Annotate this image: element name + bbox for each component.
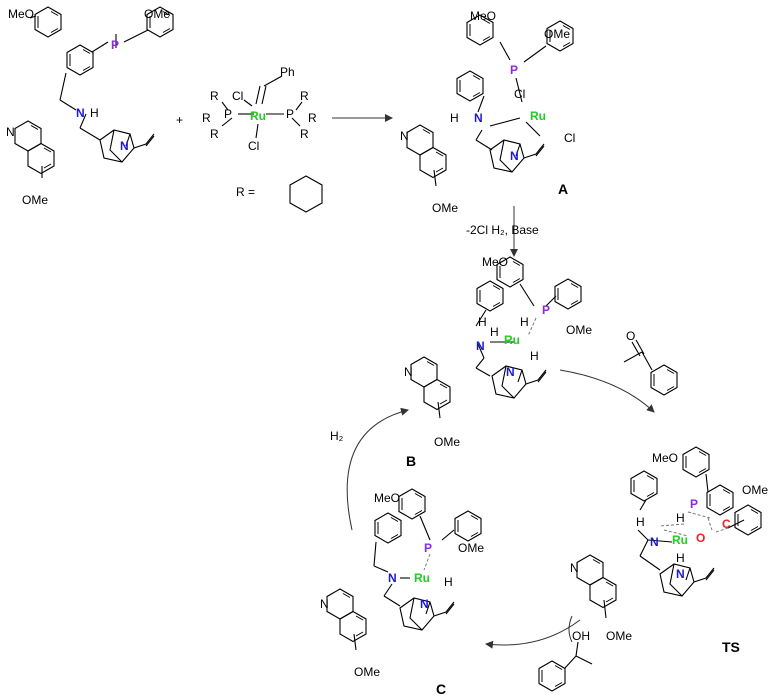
catalyst-p-right: P [286, 107, 294, 121]
A-quinoline-n: N [400, 129, 409, 143]
A-cl-1: Cl [514, 87, 525, 101]
phenylethanol-structure: OH [538, 615, 593, 692]
catalyst-r-definition: R = [236, 185, 255, 199]
C-meo: MeO [374, 491, 400, 505]
catalyst-ph: Ph [280, 65, 295, 79]
catalyst-r-4: R [300, 89, 309, 103]
B-ome-bottom: OMe [434, 435, 460, 449]
A-n-atom: N [474, 111, 483, 125]
A-bridge-n: N [510, 149, 519, 163]
C-ome: OMe [458, 541, 484, 555]
B-h-n: H [490, 325, 499, 339]
B-ome: OMe [566, 323, 592, 337]
transition-state-structure: MeO OMe P H H C O N Ru H N N OMe TS [570, 446, 768, 655]
TS-quinoline-n: N [570, 561, 579, 575]
TS-h-3: H [676, 551, 685, 565]
ligand-ome-bottom: OMe [22, 193, 48, 207]
A-p-atom: P [510, 63, 518, 77]
TS-o-atom: O [696, 531, 705, 545]
grubbs-catalyst-structure: Cl Ph Ru Cl P P R R R R R R R = [202, 65, 323, 213]
A-cl-2: Cl [564, 131, 575, 145]
catalyst-r-6: R [300, 127, 309, 141]
TS-ru: Ru [672, 533, 688, 547]
catalyst-ru: Ru [250, 109, 266, 123]
ligand-h-atom: H [90, 106, 99, 120]
A-meo: MeO [470, 9, 496, 23]
catalyst-r-3: R [210, 127, 219, 141]
C-n-atom: N [388, 571, 397, 585]
TS-h-2: H [636, 515, 645, 529]
C-h-atom: H [444, 575, 453, 589]
A-ru: Ru [530, 109, 546, 123]
TS-meo: MeO [652, 451, 678, 465]
B-bridge-n: N [506, 365, 515, 379]
catalyst-r-5: R [308, 111, 317, 125]
ligand-n-atom: N [76, 106, 85, 120]
h2-label: H₂ [330, 429, 344, 443]
complex-C-structure: MeO OMe P N Ru H N N OMe C [320, 488, 484, 697]
arrow-B-to-TS [559, 369, 655, 413]
C-quinoline-n: N [320, 597, 329, 611]
ligand-bridge-n: N [120, 139, 129, 153]
ligand-ome-top-right: OMe [144, 7, 170, 21]
C-p-atom: P [424, 541, 432, 555]
plus-sign: + [176, 113, 183, 127]
TS-n-atom: N [650, 535, 659, 549]
arrow-C-to-B [346, 407, 409, 531]
ligand-structure: MeO OMe P N H N N OMe [6, 6, 174, 207]
TS-h-1: H [676, 511, 685, 525]
catalyst-p-left: P [224, 107, 232, 121]
A-label: A [558, 181, 568, 197]
B-n-atom: N [476, 339, 485, 353]
catalyst-cl-top: Cl [232, 89, 243, 103]
alcohol-oh: OH [572, 629, 590, 643]
step-A-to-B-conditions: -2Cl H₂, Base [466, 223, 539, 237]
TS-ome-bottom: OMe [606, 629, 632, 643]
catalyst-r-1: R [210, 89, 219, 103]
TS-p-atom: P [690, 497, 698, 511]
A-ome-bottom: OMe [432, 201, 458, 215]
TS-label: TS [722, 639, 740, 655]
ligand-quinoline-n: N [6, 125, 15, 139]
acetophenone-structure: O [623, 329, 678, 396]
B-quinoline-n: N [404, 365, 413, 379]
TS-c-atom: C [722, 517, 731, 531]
B-p-atom: P [542, 303, 550, 317]
B-meo: MeO [482, 255, 508, 269]
B-h-right: H [530, 349, 539, 363]
complex-B-structure: MeO OMe P H H N Ru H H N N OMe B [404, 255, 592, 469]
arrow-TS-to-C [485, 619, 581, 649]
C-ru: Ru [414, 571, 430, 585]
ligand-p-atom: P [111, 38, 119, 52]
C-ome-bottom: OMe [354, 665, 380, 679]
B-label: B [406, 453, 416, 469]
TS-bridge-n: N [676, 567, 685, 581]
cyclohexane-ring [289, 175, 323, 213]
C-bridge-n: N [420, 597, 429, 611]
A-ome: OMe [544, 27, 570, 41]
catalyst-r-2: R [202, 111, 211, 125]
A-h-atom: H [450, 111, 459, 125]
ligand-ome-top-left: MeO [8, 7, 34, 21]
complex-A-structure: MeO OMe P Cl Ru Cl H N N N OMe A [400, 9, 575, 215]
C-label: C [436, 681, 446, 697]
B-ru: Ru [504, 333, 520, 347]
TS-ome: OMe [742, 483, 768, 497]
B-h-ru: H [520, 315, 529, 329]
B-h-upper: H [478, 315, 487, 329]
ketone-o: O [626, 329, 635, 343]
catalyst-cl-bottom: Cl [248, 139, 259, 153]
